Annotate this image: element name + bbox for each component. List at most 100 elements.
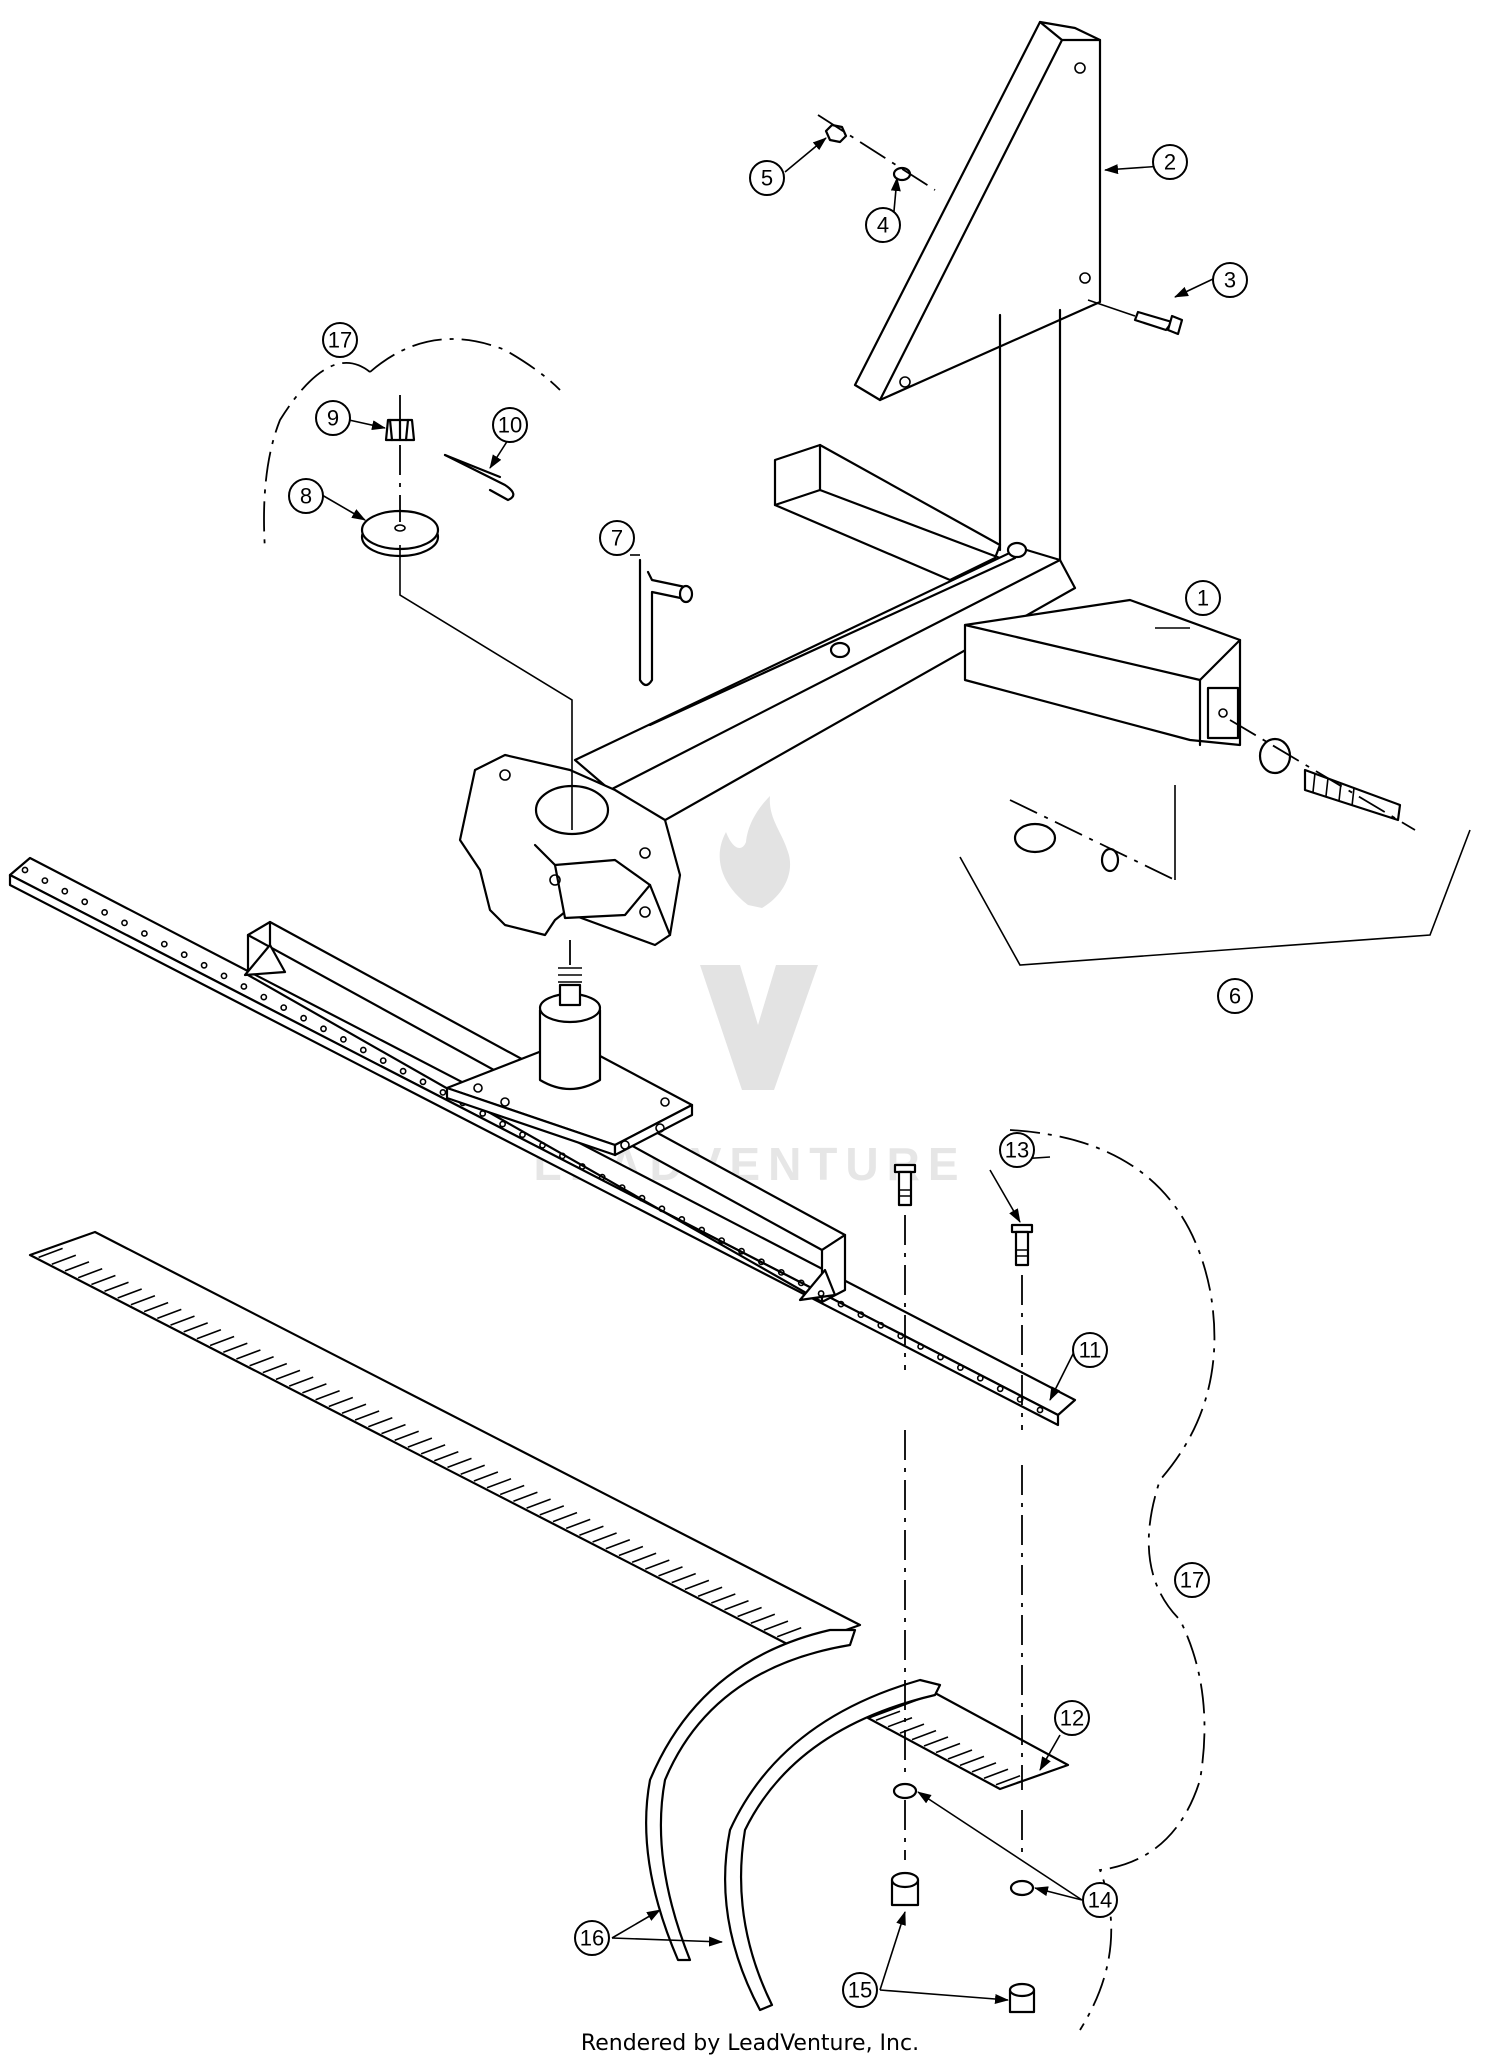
blade-tooth bbox=[875, 1710, 901, 1721]
svg-text:10: 10 bbox=[498, 413, 522, 438]
blade-tooth bbox=[711, 1593, 736, 1604]
blade-tooth bbox=[209, 1335, 235, 1347]
svg-text:11: 11 bbox=[1079, 1338, 1102, 1363]
bar-hole bbox=[419, 1078, 427, 1086]
blade-tooth bbox=[539, 1505, 565, 1516]
blade-tooth bbox=[499, 1484, 525, 1496]
blade-tooth bbox=[407, 1437, 433, 1448]
blade-tooth bbox=[658, 1566, 683, 1577]
part-13-bolts bbox=[893, 1163, 1034, 1267]
callout-10: 10 bbox=[492, 407, 528, 443]
blade-tooth bbox=[394, 1430, 419, 1442]
bar-hole bbox=[598, 1173, 606, 1181]
bracket-17-top-right bbox=[369, 338, 561, 391]
bar-hole bbox=[937, 1353, 944, 1361]
svg-text:9: 9 bbox=[327, 406, 339, 431]
blade-tooth bbox=[368, 1417, 393, 1428]
part-10-cotter-pin bbox=[443, 453, 515, 502]
blade-tooth bbox=[565, 1518, 591, 1530]
blade-tooth bbox=[923, 1736, 949, 1747]
blade-tooth bbox=[460, 1464, 485, 1475]
blade-tooth bbox=[684, 1579, 710, 1591]
bar-hole bbox=[121, 919, 128, 927]
svg-text:12: 12 bbox=[1060, 1706, 1084, 1731]
bar-hole bbox=[81, 898, 89, 906]
svg-text:1: 1 bbox=[1197, 586, 1209, 611]
blade-tooth bbox=[38, 1247, 63, 1259]
bar-hole bbox=[578, 1163, 586, 1170]
blade-tooth bbox=[995, 1775, 1021, 1786]
blade-tooth bbox=[249, 1356, 274, 1367]
svg-text:7: 7 bbox=[611, 526, 623, 551]
blade-tooth bbox=[196, 1328, 222, 1340]
blade-tooth bbox=[631, 1552, 657, 1564]
svg-text:13: 13 bbox=[1005, 1138, 1029, 1163]
blade-tooth bbox=[104, 1281, 129, 1293]
bar-hole bbox=[758, 1258, 765, 1266]
bar-hole bbox=[539, 1141, 546, 1149]
bar-hole bbox=[339, 1036, 347, 1043]
blade-tooth bbox=[473, 1471, 499, 1482]
blade-tooth bbox=[947, 1749, 973, 1760]
blade-tooth bbox=[724, 1599, 749, 1611]
blade-tooth bbox=[262, 1362, 288, 1374]
blade-tooth bbox=[671, 1572, 696, 1584]
blade-tooth bbox=[354, 1410, 380, 1421]
blade-tooth bbox=[486, 1478, 512, 1489]
bar-hole bbox=[957, 1364, 964, 1371]
bar-hole bbox=[180, 951, 188, 959]
blade-tooth bbox=[117, 1288, 142, 1299]
bar-hole bbox=[996, 1385, 1004, 1393]
blade-tooth bbox=[275, 1369, 301, 1381]
bar-hole bbox=[638, 1194, 646, 1202]
bracket-17-top-left bbox=[263, 362, 371, 551]
blade-tooth bbox=[513, 1491, 538, 1503]
bar-hole bbox=[877, 1321, 885, 1329]
callout-16: 16 bbox=[574, 1920, 610, 1956]
blade-tooth bbox=[971, 1762, 997, 1773]
bar-hole bbox=[678, 1216, 686, 1223]
svg-text:17: 17 bbox=[1180, 1568, 1204, 1593]
blade-tooth bbox=[887, 1716, 913, 1728]
blade-tooth bbox=[288, 1376, 314, 1387]
blade-tooth bbox=[645, 1559, 670, 1570]
blade-tooth bbox=[341, 1403, 367, 1414]
part-15-nuts bbox=[890, 1871, 1036, 2014]
svg-text:4: 4 bbox=[877, 213, 889, 238]
bar-hole bbox=[160, 940, 168, 948]
bracket-17-right bbox=[1009, 1129, 1216, 2031]
blade-tooth bbox=[592, 1532, 617, 1543]
spindle-plate bbox=[445, 967, 694, 1157]
svg-text:3: 3 bbox=[1224, 268, 1236, 293]
callout-15: 15 bbox=[842, 1972, 878, 2008]
callout-12: 12 bbox=[1054, 1700, 1090, 1736]
bar-hole bbox=[101, 909, 108, 916]
callout-1: 1 bbox=[1185, 580, 1221, 616]
bar-hole bbox=[41, 877, 49, 884]
bar-hole bbox=[559, 1152, 566, 1160]
blade-tooth bbox=[552, 1511, 578, 1523]
callout-17-top: 17 bbox=[322, 322, 358, 358]
bar-hole bbox=[379, 1057, 387, 1064]
svg-text:6: 6 bbox=[1229, 984, 1241, 1009]
blade-tooth bbox=[64, 1261, 90, 1272]
bar-hole bbox=[220, 972, 228, 980]
bar-hole bbox=[439, 1089, 447, 1096]
svg-text:17: 17 bbox=[328, 328, 352, 353]
blade-tooth bbox=[697, 1586, 723, 1597]
blade-tooth bbox=[776, 1627, 802, 1638]
blade-tooth bbox=[579, 1525, 604, 1536]
bar-hole bbox=[718, 1237, 725, 1244]
blade-tooth bbox=[434, 1450, 459, 1462]
blade-tooth bbox=[302, 1383, 327, 1394]
blade-tooth bbox=[77, 1267, 103, 1279]
callout-8: 8 bbox=[288, 478, 324, 514]
svg-text:14: 14 bbox=[1088, 1888, 1112, 1913]
blade-tooth bbox=[315, 1389, 340, 1401]
svg-text:8: 8 bbox=[300, 484, 312, 509]
svg-text:2: 2 bbox=[1164, 150, 1176, 175]
blade-tooth bbox=[170, 1315, 195, 1326]
bar-hole bbox=[698, 1226, 706, 1234]
callout-6: 6 bbox=[1217, 978, 1253, 1014]
